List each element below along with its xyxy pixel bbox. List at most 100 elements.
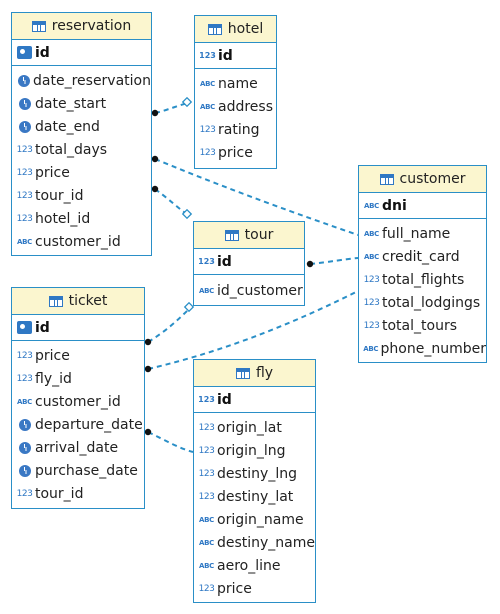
column-name: total_flights (382, 271, 465, 288)
numeric-type-icon: 123 (199, 147, 216, 158)
column-row[interactable]: date_end (12, 115, 151, 138)
numeric-type-icon: 123 (199, 124, 216, 135)
link-reservation-customer[interactable] (154, 158, 359, 236)
numeric-type-icon: 123 (363, 320, 380, 331)
column-name: price (35, 347, 70, 364)
column-name: customer_id (35, 233, 121, 250)
link-tour-customer[interactable] (309, 257, 359, 265)
primary-key-icon: 123 (199, 51, 216, 60)
column-name: hotel_id (35, 210, 91, 227)
primary-key-label: id (217, 391, 232, 408)
primary-key-label: id (218, 47, 233, 64)
column-name: fly_id (35, 370, 72, 387)
column-name: price (35, 164, 70, 181)
table-icon (379, 173, 394, 185)
column-name: price (218, 144, 253, 161)
column-name: name (218, 75, 258, 92)
link-ticket-fly[interactable] (147, 431, 194, 453)
column-row[interactable]: date_reservation (12, 69, 151, 92)
numeric-type-icon: 123 (363, 274, 380, 285)
table-icon (207, 23, 222, 35)
table-header[interactable]: customer (359, 166, 486, 193)
numeric-type-icon: 123 (16, 373, 33, 384)
link-end-dot (144, 338, 152, 346)
table-header[interactable]: fly (194, 360, 315, 387)
table-header[interactable]: tour (194, 222, 304, 249)
primary-key-label: dni (382, 197, 407, 214)
column-name: origin_name (217, 511, 304, 528)
column-name: date_reservation (33, 72, 151, 89)
column-name: full_name (382, 225, 451, 242)
primary-key-label: id (35, 44, 50, 61)
numeric-type-icon: 123 (198, 583, 215, 594)
clock-icon (16, 464, 33, 477)
column-row[interactable]: purchase_date (12, 459, 144, 482)
numeric-type-icon: 123 (16, 190, 33, 201)
table-header[interactable]: ticket (12, 288, 144, 315)
primary-key-row[interactable]: id (12, 315, 144, 341)
table-title: ticket (68, 293, 108, 309)
table-header[interactable]: hotel (195, 16, 276, 43)
primary-key-icon: ABC (364, 201, 379, 210)
numeric-type-icon: 123 (16, 213, 33, 224)
link-reservation-hotel[interactable] (154, 102, 189, 114)
column-name: rating (218, 121, 260, 138)
column-row[interactable]: arrival_date (12, 436, 144, 459)
table-title: fly (255, 365, 274, 381)
link-ticket-customer[interactable] (147, 290, 359, 370)
table-title: reservation (51, 18, 132, 34)
column-name: id_customer (217, 282, 303, 299)
table-header[interactable]: reservation (12, 13, 151, 40)
text-type-icon: ABC (17, 237, 32, 246)
column-row[interactable]: departure_date (12, 413, 144, 436)
column-name: arrival_date (35, 439, 119, 456)
column-name: total_tours (382, 317, 457, 334)
table-icon (48, 295, 63, 307)
link-ticket-tour[interactable] (147, 307, 191, 343)
primary-key-icon (16, 46, 33, 59)
primary-key-row[interactable]: id (12, 40, 151, 66)
column-row[interactable]: date_start (12, 92, 151, 115)
link-reservation-tour[interactable] (154, 188, 189, 216)
table-reservation[interactable]: reservation id date_reservation date_star… (11, 12, 152, 256)
